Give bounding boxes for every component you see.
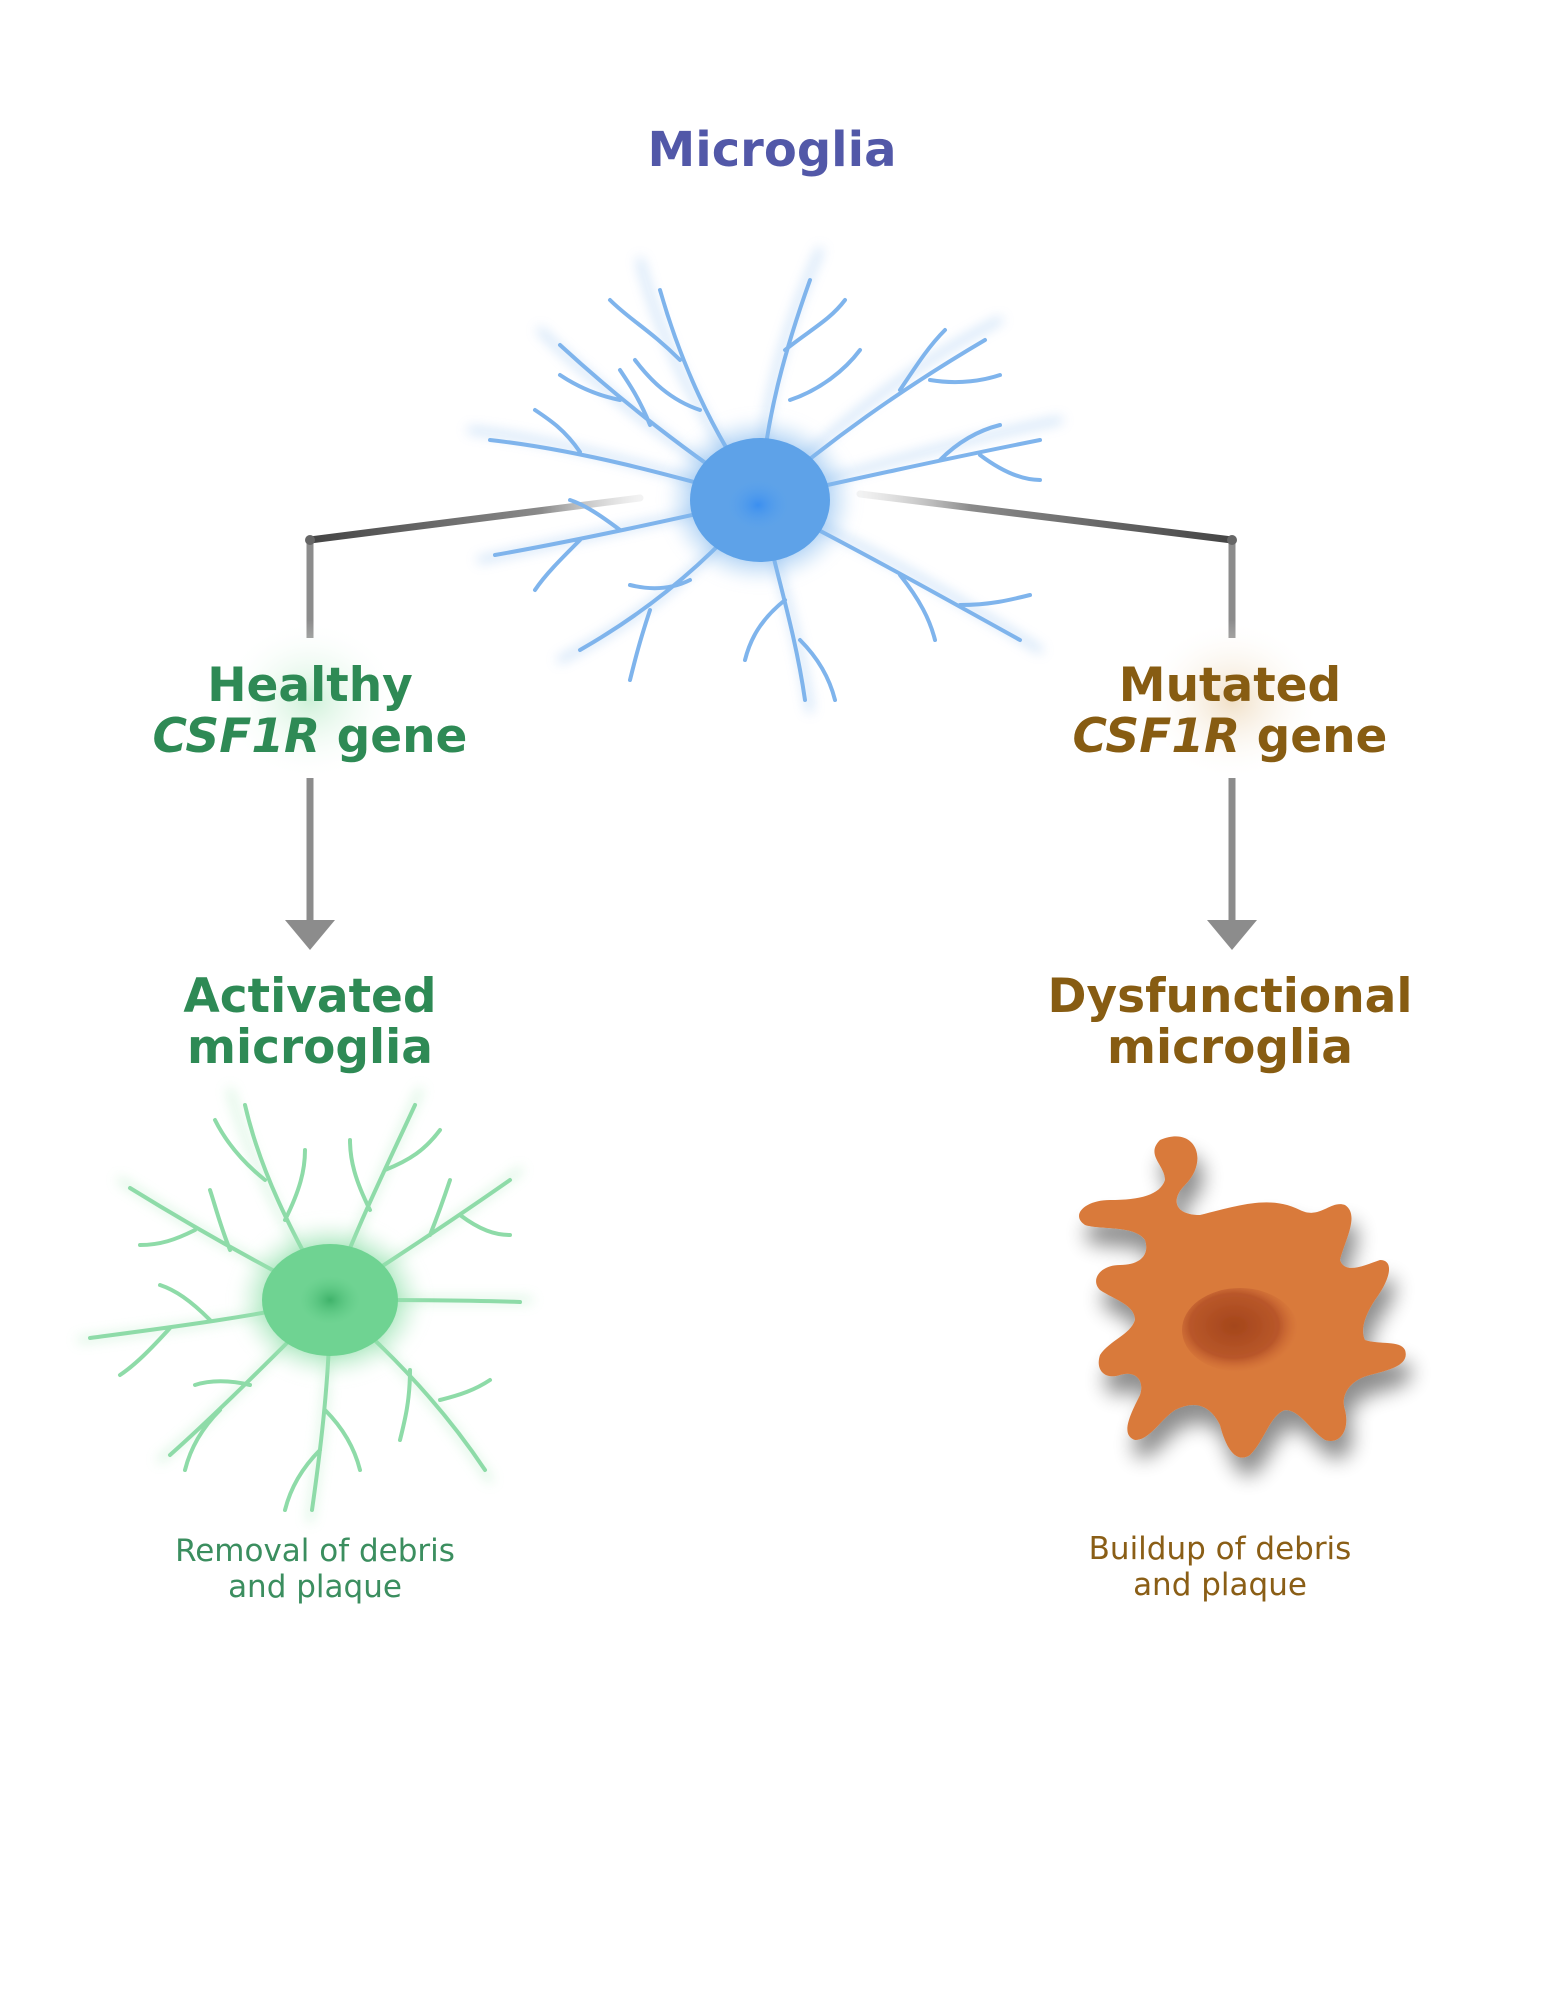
mutated-gene-symbol: CSF1R — [1072, 709, 1241, 764]
healthy-gene-label: Healthy CSF1R gene — [110, 662, 510, 760]
activated-microglia-cell-icon — [77, 1087, 533, 1523]
removal-desc-line2: and plaque — [228, 1569, 402, 1605]
mutated-gene-line1: Mutated — [1118, 658, 1342, 713]
diagram-title: Microglia — [472, 126, 1072, 174]
mutated-gene-label: Mutated CSF1R gene — [1030, 662, 1430, 760]
activated-line1: Activated — [183, 969, 437, 1024]
dysfunctional-microglia-cell-icon — [1079, 1136, 1406, 1458]
removal-desc-line1: Removal of debris — [175, 1533, 455, 1569]
healthy-gene-glow — [220, 620, 400, 780]
dysfunctional-microglia-label: Dysfunctional microglia — [1010, 973, 1450, 1071]
buildup-desc-line2: and plaque — [1133, 1567, 1307, 1603]
title-text: Microglia — [647, 122, 897, 178]
arrow-head-left — [285, 920, 335, 950]
dysfunctional-line2: microglia — [1107, 1020, 1353, 1075]
removal-description: Removal of debris and plaque — [110, 1533, 520, 1605]
healthy-gene-line2: CSF1R gene — [110, 713, 510, 760]
arrows — [285, 778, 1257, 950]
buildup-desc-line1: Buildup of debris — [1088, 1531, 1352, 1567]
connector-joint-left — [305, 535, 315, 545]
activated-microglia-label: Activated microglia — [110, 973, 510, 1071]
activated-line2: microglia — [187, 1020, 433, 1075]
healthy-gene-symbol: CSF1R — [152, 709, 321, 764]
connector-bar-right — [856, 490, 1236, 544]
arrow-head-right — [1207, 920, 1257, 950]
mutated-gene-suffix: gene — [1240, 709, 1388, 764]
mutated-gene-glow — [1142, 620, 1322, 780]
healthy-gene-line1: Healthy — [207, 658, 413, 713]
dysfunctional-line1: Dysfunctional — [1047, 969, 1413, 1024]
healthy-gene-suffix: gene — [320, 709, 468, 764]
microglia-cell-icon — [467, 247, 1063, 713]
mutated-gene-line2: CSF1R gene — [1030, 713, 1430, 760]
buildup-description: Buildup of debris and plaque — [1015, 1531, 1425, 1603]
connector-joint-right — [1227, 535, 1237, 545]
